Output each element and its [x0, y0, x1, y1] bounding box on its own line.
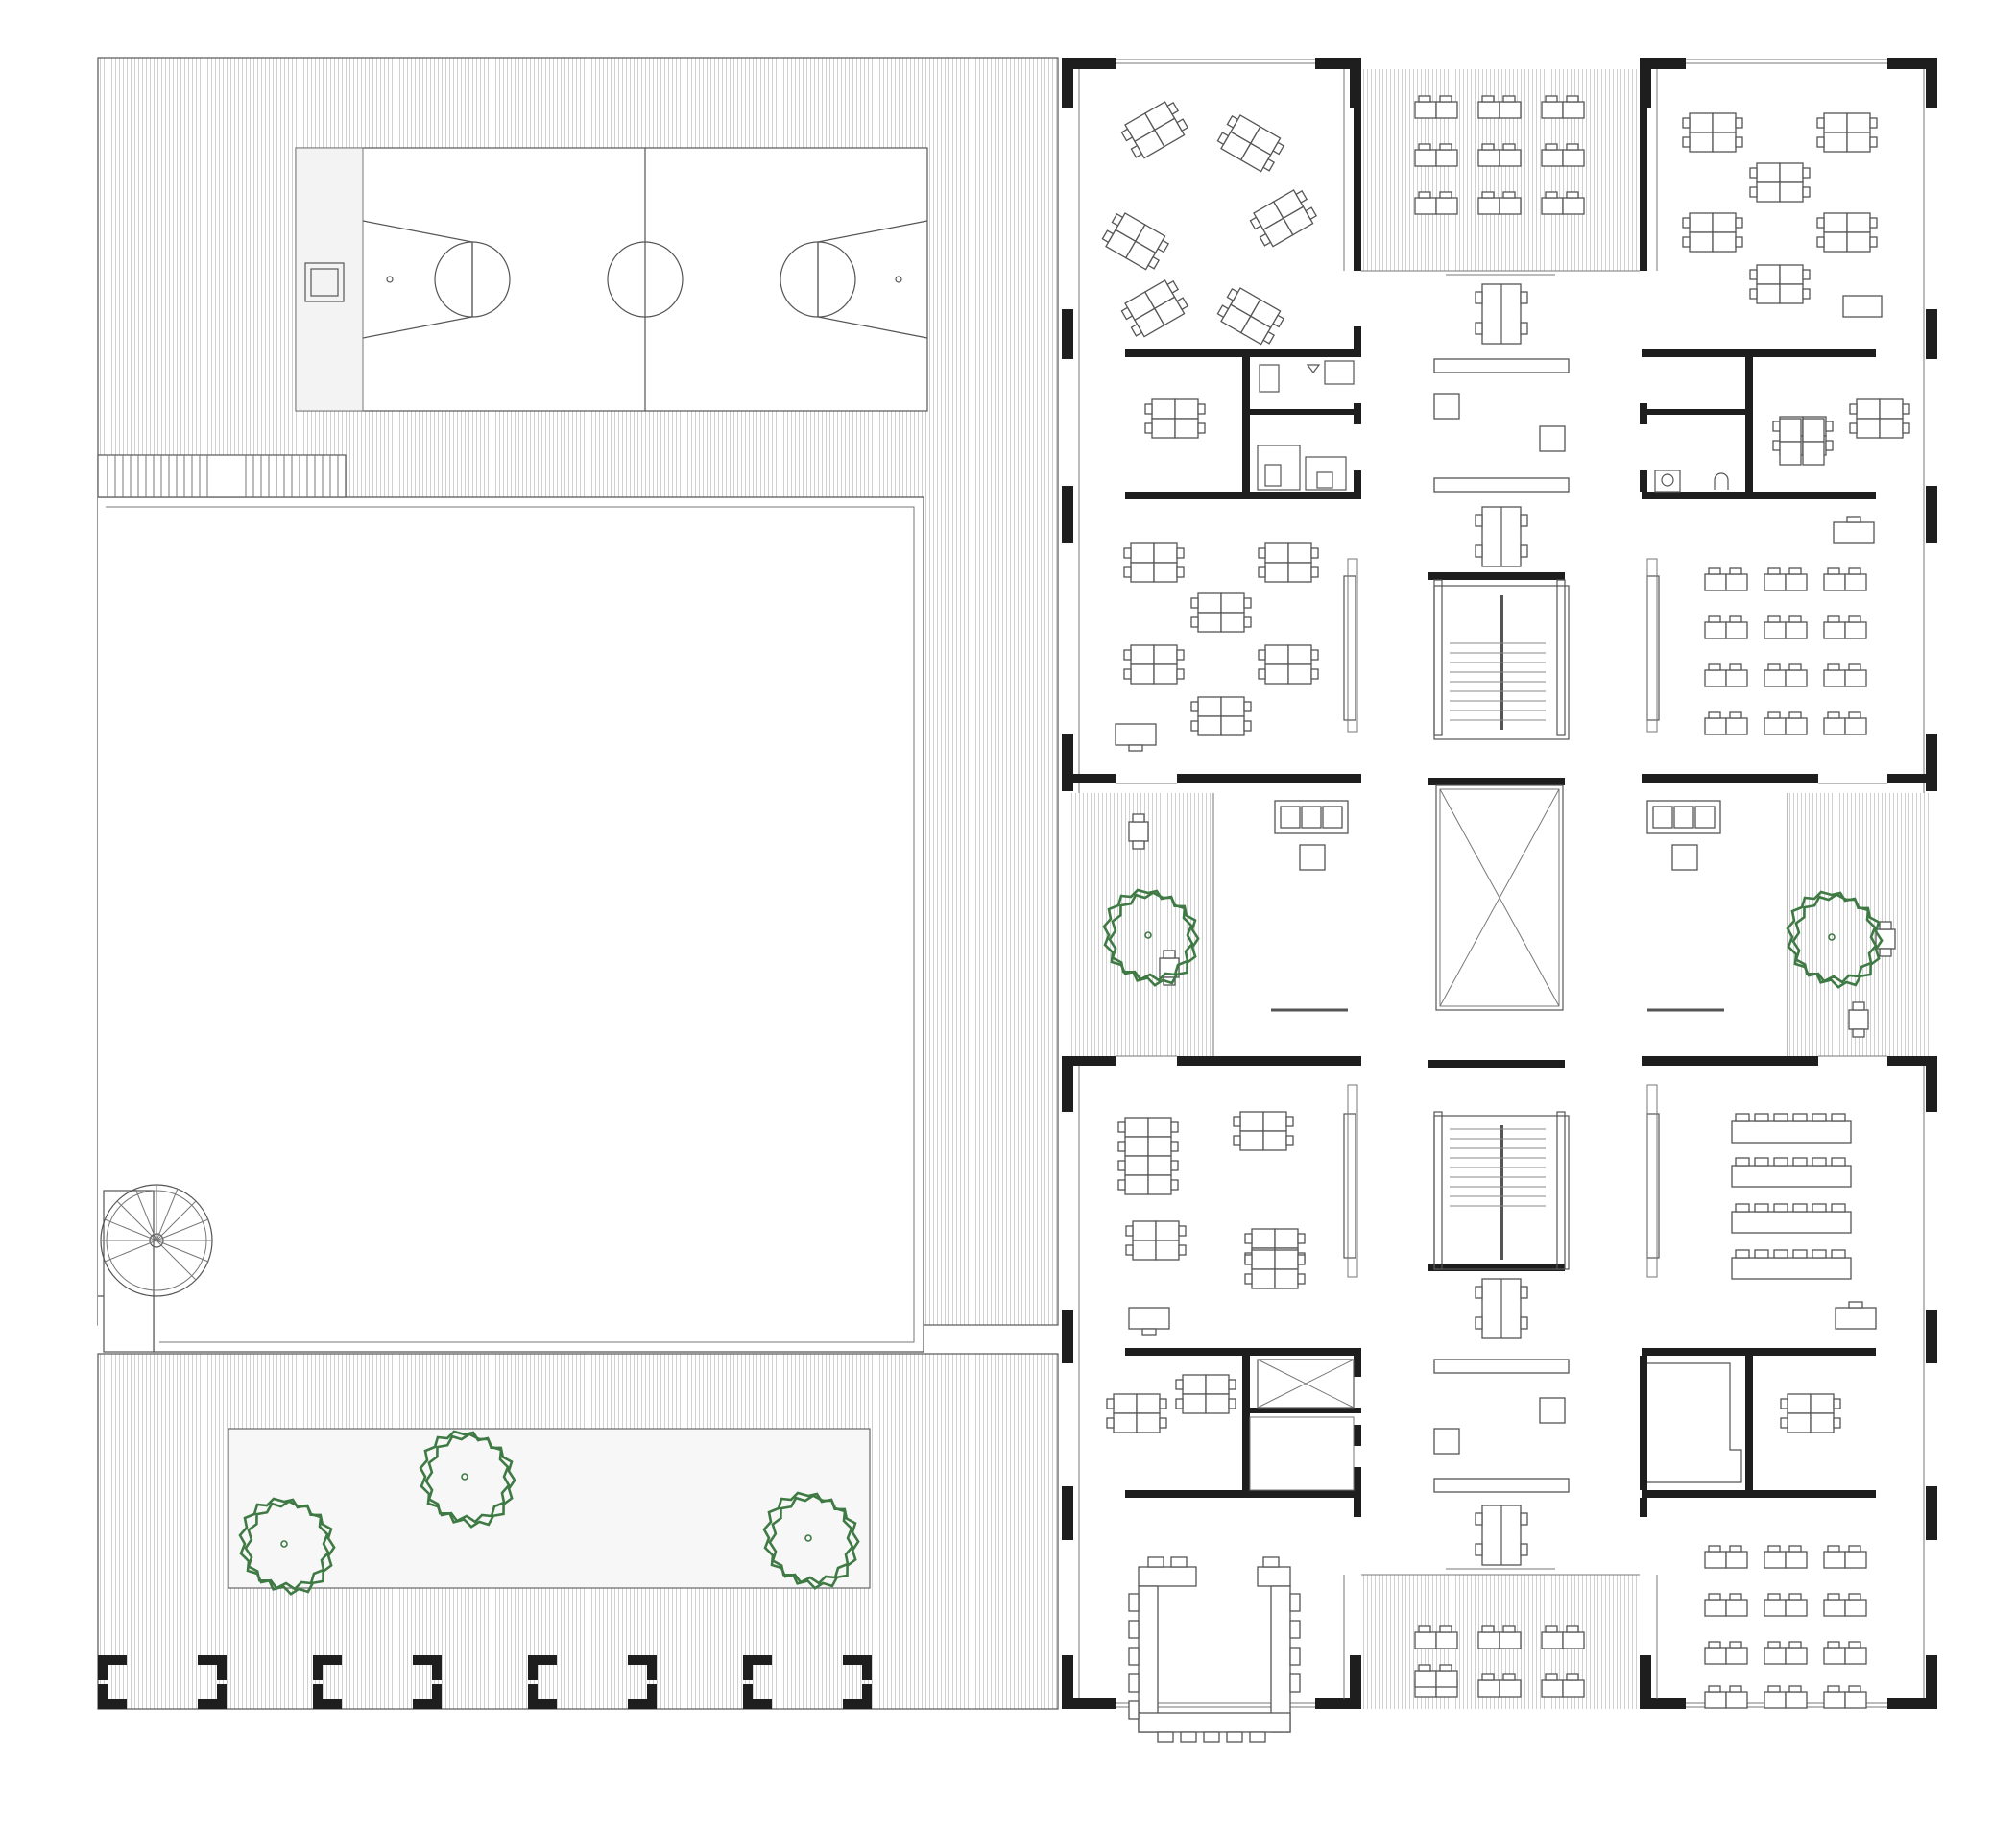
- staircase: [1432, 579, 1571, 741]
- classroom-lower-right: [1731, 1113, 1877, 1330]
- sink-icon: [1316, 471, 1333, 489]
- toilet-icon: [1714, 472, 1729, 490]
- spiral-stair: [100, 1184, 213, 1353]
- basketball-court: [295, 147, 928, 412]
- seminar-room: [1128, 1556, 1301, 1743]
- toilet-room: [1257, 360, 1729, 493]
- terrace-steps: [97, 454, 347, 498]
- pergola-columns: [98, 1655, 872, 1709]
- classroom-mid-left: [1115, 542, 1319, 752]
- classroom-mid-right: [1704, 516, 1875, 735]
- sink-icon: [1324, 360, 1355, 385]
- school-building: [1062, 58, 1937, 1743]
- staircase: [1432, 1111, 1571, 1271]
- garden-planter: [228, 1426, 871, 1602]
- toilet-icon: [1259, 364, 1280, 393]
- atrium-void: [1435, 784, 1564, 1011]
- elevator-shaft: [1249, 1359, 1355, 1491]
- classroom-lower-left: [1117, 1111, 1306, 1336]
- toilet-icon: [1264, 464, 1282, 487]
- classroom-top-right: [1682, 112, 1883, 318]
